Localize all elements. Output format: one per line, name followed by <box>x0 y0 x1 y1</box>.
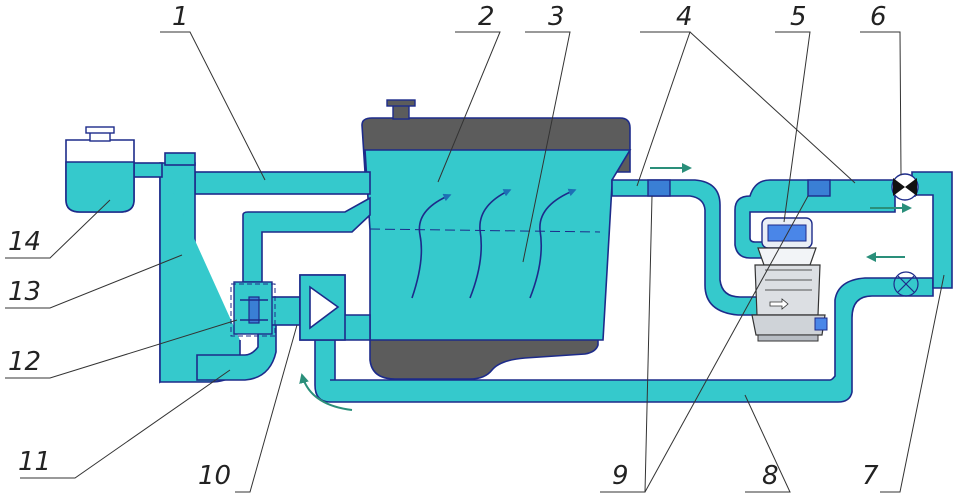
label-14: 14 <box>8 227 41 257</box>
label-10: 10 <box>198 461 231 491</box>
valve-x-icon <box>893 271 919 297</box>
expansion-tank <box>65 126 135 213</box>
main-pipe-network <box>131 152 953 403</box>
thermostat-icon <box>230 281 276 337</box>
engine-block <box>361 99 632 380</box>
leader-lines <box>5 31 945 493</box>
ball-valve-icon <box>891 173 919 201</box>
label-7: 7 <box>862 461 879 491</box>
label-13: 13 <box>8 277 41 307</box>
label-2: 2 <box>478 2 495 32</box>
water-pump-icon <box>299 274 346 341</box>
label-11: 11 <box>18 447 51 477</box>
label-3: 3 <box>548 2 565 32</box>
label-6: 6 <box>870 2 887 32</box>
flow-arrow-icon <box>299 163 912 411</box>
label-8: 8 <box>762 461 779 491</box>
part-labels: 1 2 3 4 5 6 7 8 9 10 11 12 13 14 <box>8 2 887 491</box>
label-1: 1 <box>172 2 189 32</box>
pre-heater-pump-icon <box>751 217 828 342</box>
label-5: 5 <box>790 2 807 32</box>
label-9: 9 <box>612 461 629 491</box>
label-4: 4 <box>676 2 693 32</box>
label-12: 12 <box>8 347 41 377</box>
